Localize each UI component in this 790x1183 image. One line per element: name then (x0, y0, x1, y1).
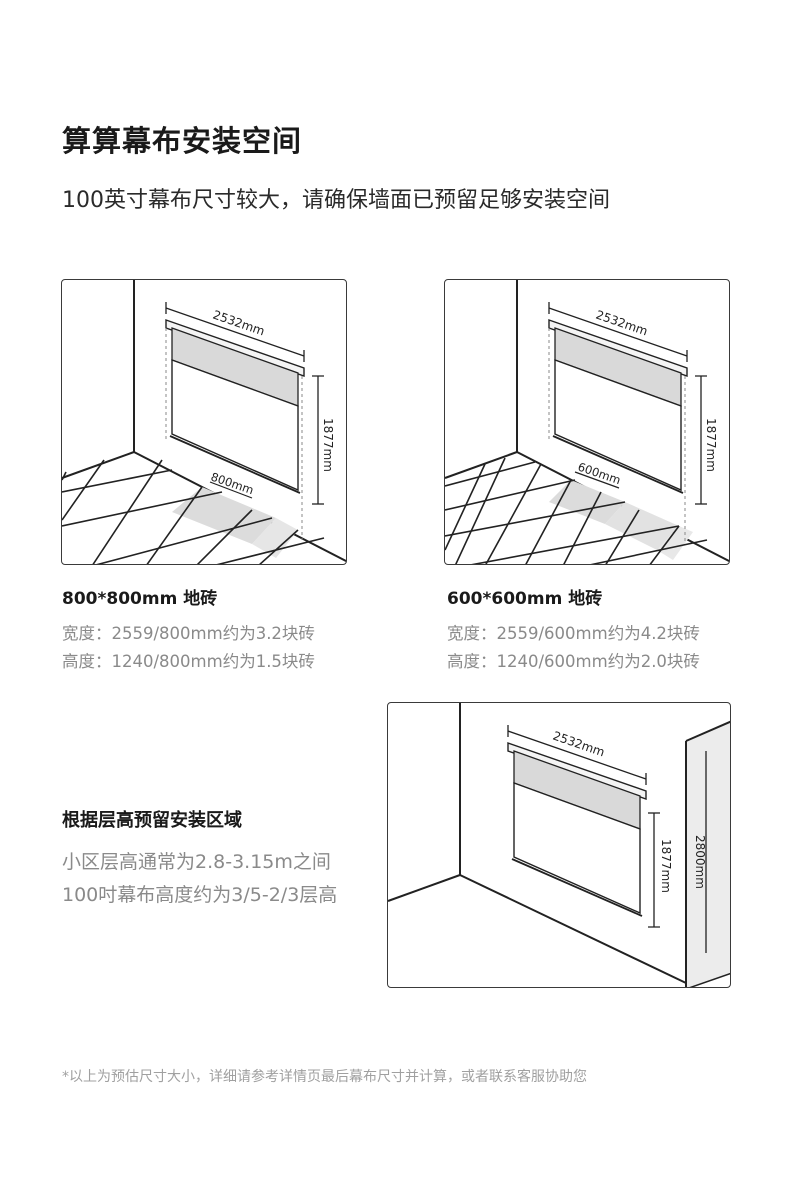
room-illustration-800: 2532mm 1877mm 800mm (62, 280, 346, 564)
height-label: 1877mm (704, 418, 718, 472)
caption-title-800: 800*800mm 地砖 (62, 589, 218, 609)
height-label: 1877mm (659, 839, 673, 893)
highlight-tile-partial (657, 526, 693, 560)
width-label: 2532mm (551, 729, 607, 760)
highlight-tile (605, 502, 679, 550)
caption-height-800: 高度：1240/800mm约为1.5块砖 (62, 652, 315, 671)
screen-surface (171, 358, 299, 492)
footnote: *以上为预估尺寸大小，详细请参考详情页最后幕布尺寸并计算，或者联系客服协助您 (62, 1069, 587, 1085)
screen-housing (548, 319, 688, 377)
width-dimension-line (165, 307, 305, 357)
caption-width-800: 宽度：2559/800mm约为3.2块砖 (62, 624, 315, 643)
highlight-tile (172, 487, 276, 544)
diagram-800-tiles: 2532mm 1877mm 800mm (61, 279, 347, 565)
page-subtitle: 100英寸幕布尺寸较大，请确保墙面已预留足够安装空间 (62, 188, 610, 213)
room-illustration-height: 2532mm 1877mm 2800mm (388, 703, 730, 987)
diagram-floor-height: 2532mm 1877mm 2800mm (387, 702, 731, 988)
caption-title-floor-height: 根据层高预留安装区域 (62, 810, 242, 831)
screen-housing (165, 319, 305, 377)
screen-housing (507, 742, 647, 800)
height-label: 1877mm (321, 418, 335, 472)
page-title: 算算幕布安装空间 (62, 124, 303, 158)
caption-title-600: 600*600mm 地砖 (447, 589, 603, 609)
highlight-tile-partial (252, 518, 298, 558)
highlight-tile (549, 480, 625, 524)
side-wall (686, 721, 730, 987)
tile-dimension-line (209, 481, 253, 499)
screen-surface (554, 358, 682, 492)
caption-width-600: 宽度：2559/600mm约为4.2块砖 (447, 624, 700, 643)
floor-left-edge (62, 451, 135, 479)
caption-line2-floor-height: 100吋幕布高度约为3/5-2/3层高 (62, 884, 338, 906)
caption-height-600: 高度：1240/600mm约为2.0块砖 (447, 652, 700, 671)
diagram-600-tiles: 2532mm 1877mm 600mm (444, 279, 730, 565)
caption-line1-floor-height: 小区层高通常为2.8-3.15m之间 (62, 851, 331, 873)
screen-surface (513, 781, 641, 915)
room-height-label: 2800mm (693, 835, 707, 889)
room-illustration-600: 2532mm 1877mm 600mm (445, 280, 729, 564)
